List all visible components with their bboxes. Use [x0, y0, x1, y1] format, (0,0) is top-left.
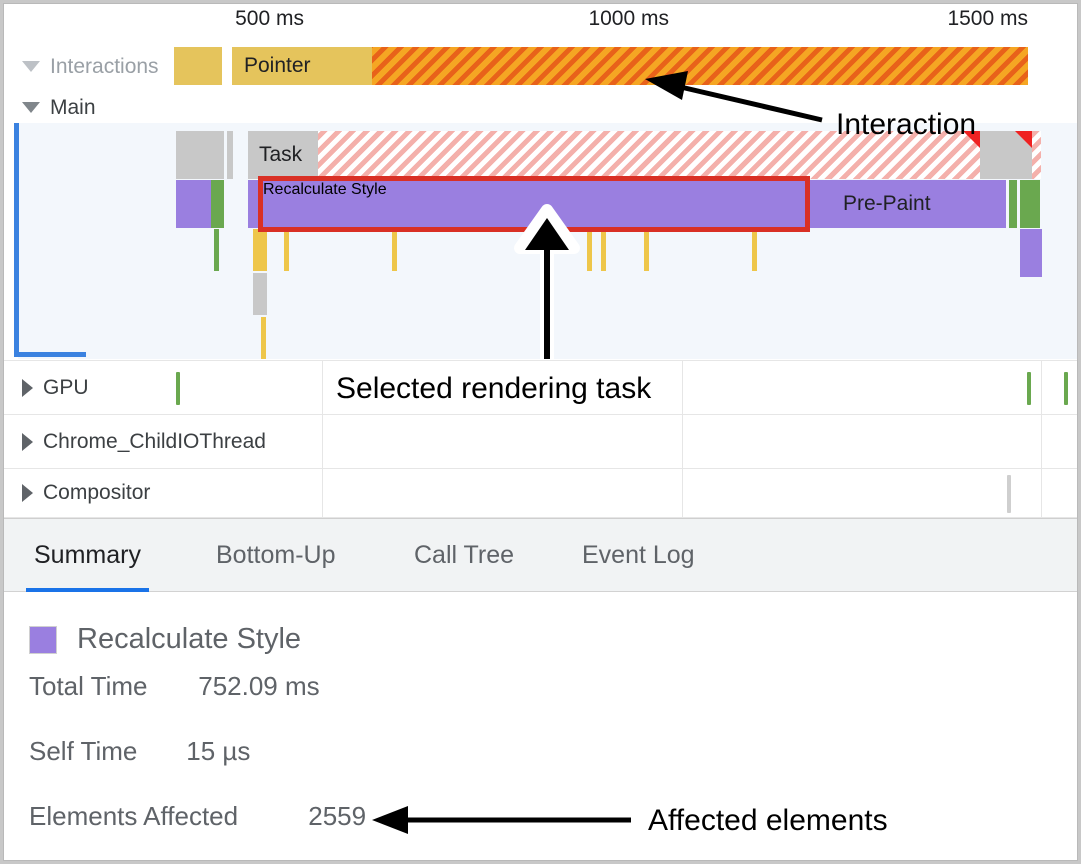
flame-bar-label-pre-paint: Pre-Paint: [843, 192, 931, 215]
tab-summary[interactable]: Summary: [12, 519, 163, 592]
ruler-tick-1500: 1500 ms: [947, 7, 1028, 30]
track-header-gpu[interactable]: GPU: [4, 361, 89, 414]
interaction-duration-hatched-bar[interactable]: [372, 47, 1028, 85]
flame-bar-scripting[interactable]: [261, 317, 266, 359]
flame-bar-rendering[interactable]: [810, 180, 832, 228]
flame-bar-scripting[interactable]: [1009, 180, 1017, 228]
tab-call-tree[interactable]: Call Tree: [414, 541, 515, 569]
devtools-performance-panel: 500 ms 1000 ms 1500 ms Interactions Poin…: [3, 3, 1078, 861]
flame-bar-scripting[interactable]: [752, 229, 757, 271]
flame-bar-scripting[interactable]: [284, 229, 289, 271]
flame-bar-scripting[interactable]: [587, 229, 592, 271]
track-label-gpu: GPU: [43, 375, 89, 399]
gpu-event-marker[interactable]: [1027, 372, 1031, 405]
track-label-compositor: Compositor: [43, 481, 151, 504]
interaction-event-pointer[interactable]: Pointer: [232, 47, 372, 85]
compositor-event-marker[interactable]: [1007, 475, 1011, 513]
track-chrome-childiothread[interactable]: Chrome_ChildIOThread: [4, 414, 1077, 468]
flame-bar-pre-paint[interactable]: Pre-Paint: [832, 180, 1006, 228]
flame-bar-task[interactable]: [227, 131, 233, 179]
flame-bar-scripting[interactable]: [644, 229, 649, 271]
triangle-right-icon[interactable]: [22, 484, 33, 502]
track-interactions[interactable]: Interactions Pointer: [4, 41, 1077, 92]
flame-bar-label-recalculate-style: Recalculate Style: [263, 181, 387, 198]
flame-bar-long-task-warning[interactable]: [1032, 131, 1041, 179]
flame-bar-scripting[interactable]: [211, 180, 224, 228]
main-track-selection-indicator: [14, 95, 19, 357]
warning-triangle-icon: [1015, 131, 1032, 148]
flame-bar-scripting[interactable]: [392, 229, 397, 271]
flame-bar-task[interactable]: Task: [248, 131, 318, 179]
flame-bar-task[interactable]: [980, 131, 1032, 179]
ruler-tick-500: 500 ms: [235, 7, 304, 30]
flame-bar-rendering[interactable]: [1020, 229, 1042, 277]
summary-event-name: Recalculate Style: [77, 623, 302, 655]
main-track-selection-indicator-bottom: [14, 352, 86, 357]
flame-bar-selected-recalculate-style[interactable]: Recalculate Style: [258, 176, 810, 232]
timeline-flame-chart[interactable]: 500 ms 1000 ms 1500 ms Interactions Poin…: [4, 4, 1077, 518]
gpu-event-marker[interactable]: [176, 372, 180, 405]
label-total-time: Total Time: [29, 671, 148, 701]
value-elements-affected: 2559: [308, 801, 367, 831]
summary-details: Recalculate Style Total Time 752.09 ms S…: [4, 593, 1077, 860]
tab-event-log[interactable]: Event Log: [582, 541, 695, 569]
summary-row-total-time: Total Time 752.09 ms: [29, 671, 320, 702]
label-self-time: Self Time: [29, 736, 138, 766]
summary-event-title: Recalculate Style: [29, 623, 301, 656]
track-compositor[interactable]: Compositor: [4, 468, 1077, 518]
triangle-right-icon[interactable]: [22, 378, 33, 397]
track-gpu[interactable]: GPU: [4, 360, 1077, 414]
flame-bar-task[interactable]: [253, 273, 267, 315]
event-color-swatch-icon: [29, 625, 57, 654]
timeline-ruler: 500 ms 1000 ms 1500 ms: [4, 4, 1077, 41]
warning-triangle-icon: [963, 131, 980, 148]
main-header-bg: [4, 92, 1077, 123]
triangle-right-icon[interactable]: [22, 432, 33, 451]
interactions-header-bg: [4, 41, 174, 92]
interaction-pointer-label: Pointer: [244, 54, 311, 77]
details-tab-bar[interactable]: Summary Bottom-Up Call Tree Event Log: [4, 518, 1077, 592]
label-elements-affected: Elements Affected: [29, 801, 239, 831]
flame-bar-rendering[interactable]: [176, 180, 211, 228]
details-panel: Summary Bottom-Up Call Tree Event Log Re…: [4, 518, 1077, 860]
main-flame-chart-body[interactable]: Task Recalculate Style: [18, 123, 1077, 359]
track-header-chrome-childiothread[interactable]: Chrome_ChildIOThread: [4, 415, 266, 468]
flame-bar-long-task-warning[interactable]: [318, 131, 980, 179]
flame-bar-label-task: Task: [259, 143, 303, 166]
summary-row-self-time: Self Time 15 µs: [29, 736, 250, 767]
track-main[interactable]: Task Recalculate Style: [4, 92, 1077, 360]
value-self-time: 15 µs: [186, 736, 251, 766]
flame-bar-rendering[interactable]: [248, 180, 258, 228]
gpu-event-marker[interactable]: [1064, 372, 1068, 405]
value-total-time: 752.09 ms: [198, 671, 320, 701]
ruler-tick-1000: 1000 ms: [588, 7, 669, 30]
track-label-chrome-childiothread: Chrome_ChildIOThread: [43, 429, 266, 453]
flame-bar-scripting[interactable]: [253, 229, 267, 271]
flame-bar-scripting[interactable]: [1020, 180, 1040, 228]
flame-bar-scripting[interactable]: [601, 229, 606, 271]
flame-bar-task[interactable]: [176, 131, 224, 179]
flame-bar-scripting[interactable]: [214, 229, 219, 271]
track-header-compositor[interactable]: Compositor: [4, 469, 150, 517]
tab-bottom-up[interactable]: Bottom-Up: [216, 541, 336, 569]
summary-row-elements-affected: Elements Affected 2559: [29, 801, 366, 832]
